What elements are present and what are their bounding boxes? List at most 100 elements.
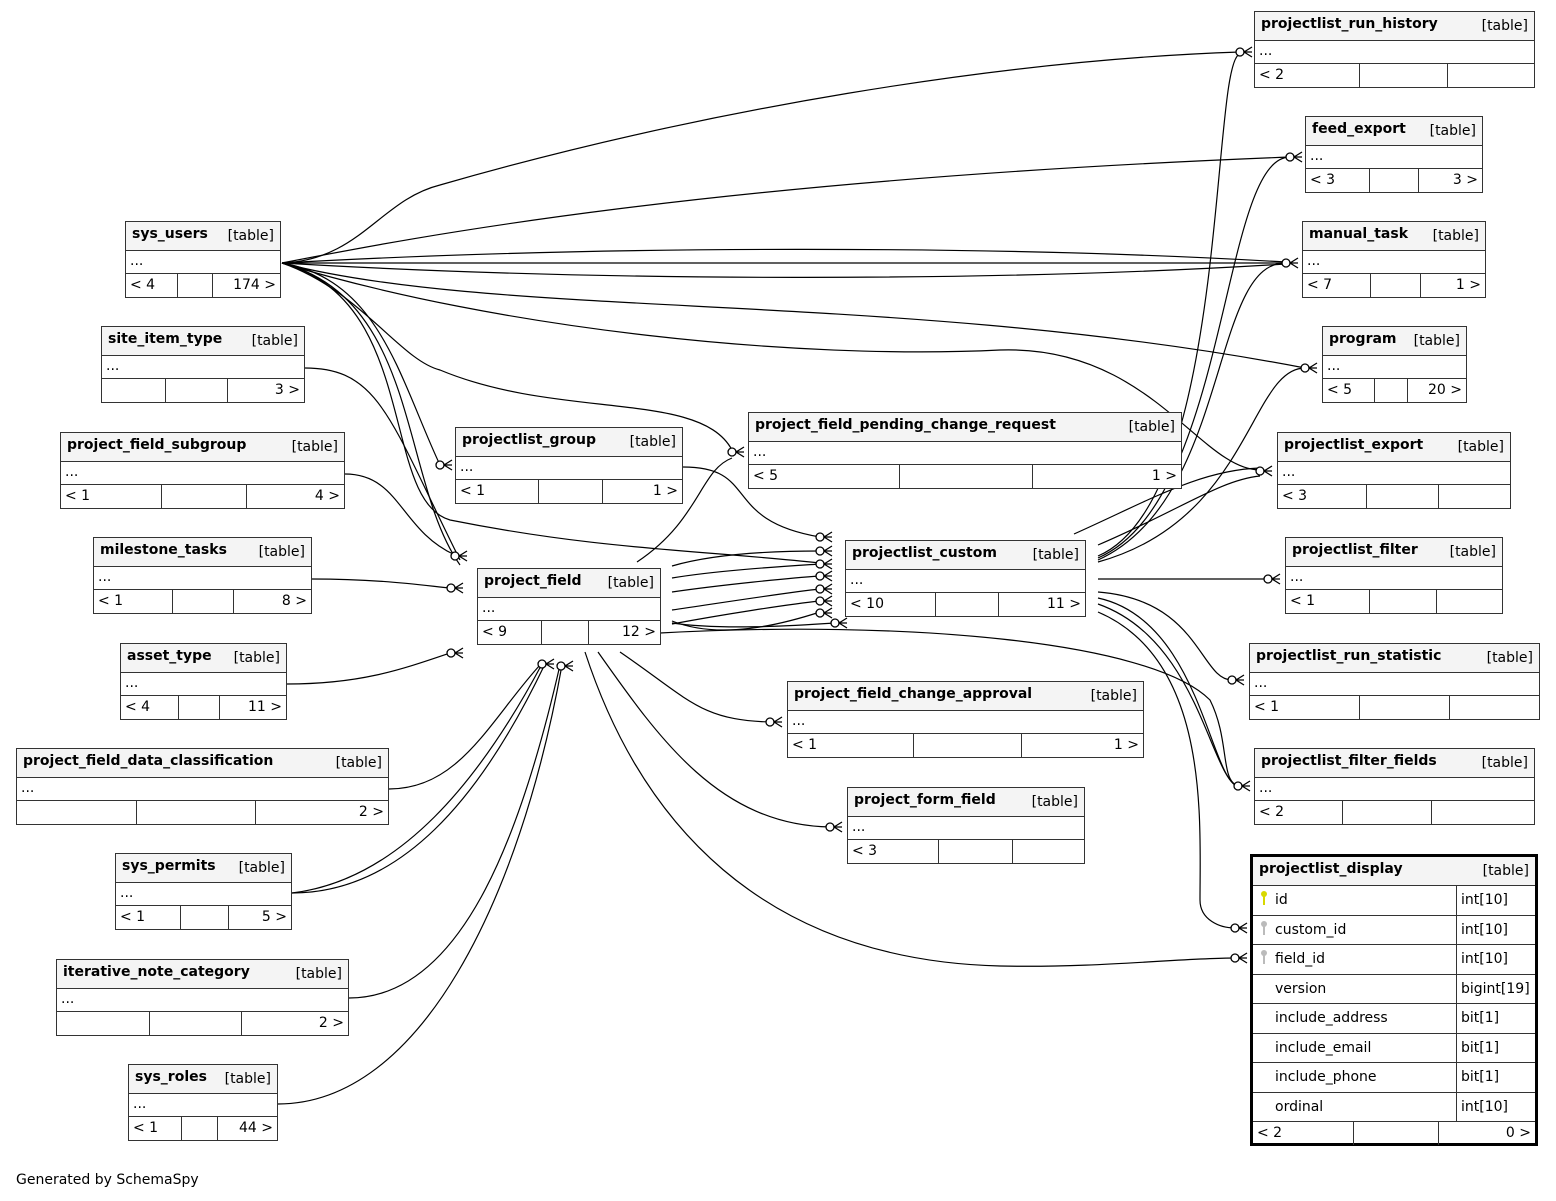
- table-project-field-change-approval[interactable]: project_field_change_approval [table] ..…: [787, 681, 1144, 758]
- children-count[interactable]: 1 >: [1151, 468, 1177, 484]
- table-projectlist-run-statistic[interactable]: projectlist_run_statistic [table] ... < …: [1249, 643, 1540, 720]
- table-site-item-type[interactable]: site_item_type [table] ... 3 >: [101, 326, 305, 403]
- field-row[interactable]: include_email bit[1]: [1253, 1033, 1535, 1063]
- parents-count[interactable]: < 1: [456, 480, 539, 503]
- field-name[interactable]: id: [1275, 892, 1288, 909]
- table-project-field-data-classification[interactable]: project_field_data_classification [table…: [16, 748, 389, 825]
- field-row[interactable]: id int[10]: [1253, 886, 1535, 916]
- table-projectlist-export[interactable]: projectlist_export [table] ... < 3: [1277, 432, 1511, 509]
- field-name[interactable]: field_id: [1275, 951, 1325, 968]
- table-name[interactable]: projectlist_group: [462, 432, 596, 448]
- table-sys-roles[interactable]: sys_roles [table] ... < 1 44 >: [128, 1064, 278, 1141]
- parents-count[interactable]: < 1: [1286, 590, 1370, 613]
- children-count[interactable]: [1448, 64, 1534, 87]
- parents-count[interactable]: < 3: [1278, 485, 1367, 508]
- children-count[interactable]: 1 >: [1455, 277, 1481, 293]
- parents-count[interactable]: < 1: [61, 485, 162, 508]
- parents-count[interactable]: < 1: [788, 734, 914, 757]
- children-count[interactable]: 44 >: [239, 1120, 273, 1136]
- table-name[interactable]: iterative_note_category: [63, 964, 250, 980]
- parents-count[interactable]: < 9: [478, 621, 542, 644]
- children-count[interactable]: [1439, 485, 1510, 508]
- parents-count[interactable]: < 5: [1323, 379, 1375, 402]
- table-name[interactable]: project_field: [484, 573, 582, 589]
- children-count[interactable]: 3 >: [1452, 172, 1478, 188]
- table-projectlist-display[interactable]: projectlist_display [table] id int[10] c…: [1250, 854, 1538, 1146]
- parents-count[interactable]: < 1: [116, 906, 181, 929]
- children-count[interactable]: 1 >: [1113, 737, 1139, 753]
- table-name[interactable]: project_field_subgroup: [67, 437, 247, 453]
- parents-count[interactable]: [17, 801, 137, 824]
- table-name[interactable]: project_field_change_approval: [794, 686, 1033, 702]
- field-row[interactable]: version bigint[19]: [1253, 974, 1535, 1004]
- table-name[interactable]: manual_task: [1309, 226, 1408, 242]
- table-projectlist-custom[interactable]: projectlist_custom [table] ... < 10 11 >: [845, 540, 1086, 617]
- children-count[interactable]: 8 >: [281, 593, 307, 609]
- table-name[interactable]: projectlist_filter: [1292, 542, 1418, 558]
- children-count[interactable]: 0 >: [1505, 1125, 1531, 1141]
- field-row[interactable]: ordinal int[10]: [1253, 1092, 1535, 1122]
- table-name[interactable]: sys_permits: [122, 858, 216, 874]
- table-feed-export[interactable]: feed_export [table] ... < 3 3 >: [1305, 116, 1483, 193]
- table-milestone-tasks[interactable]: milestone_tasks [table] ... < 1 8 >: [93, 537, 312, 614]
- field-name[interactable]: custom_id: [1275, 921, 1347, 938]
- field-name[interactable]: include_phone: [1275, 1069, 1377, 1086]
- parents-count[interactable]: < 3: [1306, 169, 1370, 192]
- parents-count[interactable]: < 5: [749, 465, 900, 488]
- parents-count[interactable]: < 7: [1303, 274, 1371, 297]
- table-project-field-subgroup[interactable]: project_field_subgroup [table] ... < 1 4…: [60, 432, 345, 509]
- children-count[interactable]: 2 >: [358, 804, 384, 820]
- children-count[interactable]: 11 >: [1047, 596, 1081, 612]
- table-name[interactable]: projectlist_custom: [852, 545, 997, 561]
- parents-count[interactable]: [102, 379, 166, 402]
- parents-count[interactable]: < 1: [1250, 696, 1360, 719]
- table-name[interactable]: asset_type: [127, 648, 212, 664]
- children-count[interactable]: 11 >: [248, 699, 282, 715]
- parents-count[interactable]: < 1: [94, 590, 173, 613]
- table-asset-type[interactable]: asset_type [table] ... < 4 11 >: [120, 643, 287, 720]
- parents-count[interactable]: < 4: [121, 696, 179, 719]
- table-manual-task[interactable]: manual_task [table] ... < 7 1 >: [1302, 221, 1486, 298]
- children-count[interactable]: 20 >: [1428, 382, 1462, 398]
- table-name[interactable]: project_field_data_classification: [23, 753, 274, 769]
- children-count[interactable]: 174 >: [233, 277, 276, 293]
- table-project-field[interactable]: project_field [table] ... < 9 12 >: [477, 568, 661, 645]
- field-name[interactable]: include_email: [1275, 1039, 1372, 1056]
- children-count[interactable]: 2 >: [318, 1015, 344, 1031]
- table-sys-permits[interactable]: sys_permits [table] ... < 1 5 >: [115, 853, 292, 930]
- field-row[interactable]: include_phone bit[1]: [1253, 1063, 1535, 1093]
- table-name[interactable]: sys_users: [132, 226, 208, 242]
- children-count[interactable]: 3 >: [274, 382, 300, 398]
- table-name[interactable]: feed_export: [1312, 121, 1406, 137]
- table-name[interactable]: projectlist_export: [1284, 437, 1424, 453]
- table-name[interactable]: projectlist_run_statistic: [1256, 648, 1442, 664]
- table-name[interactable]: milestone_tasks: [100, 542, 227, 558]
- parents-count[interactable]: < 4: [126, 274, 178, 297]
- table-name[interactable]: project_field_pending_change_request: [755, 417, 1056, 433]
- parents-count[interactable]: < 3: [848, 840, 939, 863]
- table-name[interactable]: projectlist_run_history: [1261, 16, 1438, 32]
- table-project-form-field[interactable]: project_form_field [table] ... < 3: [847, 787, 1085, 864]
- children-count[interactable]: [1450, 696, 1539, 719]
- table-projectlist-run-history[interactable]: projectlist_run_history [table] ... < 2: [1254, 11, 1535, 88]
- field-row[interactable]: include_address bit[1]: [1253, 1004, 1535, 1034]
- table-projectlist-filter[interactable]: projectlist_filter [table] ... < 1: [1285, 537, 1503, 614]
- table-project-field-pending-change-request[interactable]: project_field_pending_change_request [ta…: [748, 412, 1182, 489]
- table-iterative-note-category[interactable]: iterative_note_category [table] ... 2 >: [56, 959, 349, 1036]
- table-name[interactable]: project_form_field: [854, 792, 996, 808]
- table-projectlist-group[interactable]: projectlist_group [table] ... < 1 1 >: [455, 427, 683, 504]
- parents-count[interactable]: < 1: [129, 1117, 182, 1140]
- table-sys-users[interactable]: sys_users [table] ... < 4 174 >: [125, 221, 281, 298]
- children-count[interactable]: 12 >: [622, 624, 656, 640]
- children-count[interactable]: 4 >: [314, 488, 340, 504]
- table-name[interactable]: site_item_type: [108, 331, 223, 347]
- table-name[interactable]: sys_roles: [135, 1069, 207, 1085]
- table-name[interactable]: projectlist_filter_fields: [1261, 753, 1437, 769]
- field-row[interactable]: field_id int[10]: [1253, 945, 1535, 975]
- children-count[interactable]: [1013, 840, 1084, 863]
- field-name[interactable]: version: [1275, 980, 1327, 997]
- children-count[interactable]: 1 >: [652, 483, 678, 499]
- field-name[interactable]: ordinal: [1275, 1098, 1324, 1115]
- table-name[interactable]: program: [1329, 331, 1397, 347]
- children-count[interactable]: 5 >: [261, 909, 287, 925]
